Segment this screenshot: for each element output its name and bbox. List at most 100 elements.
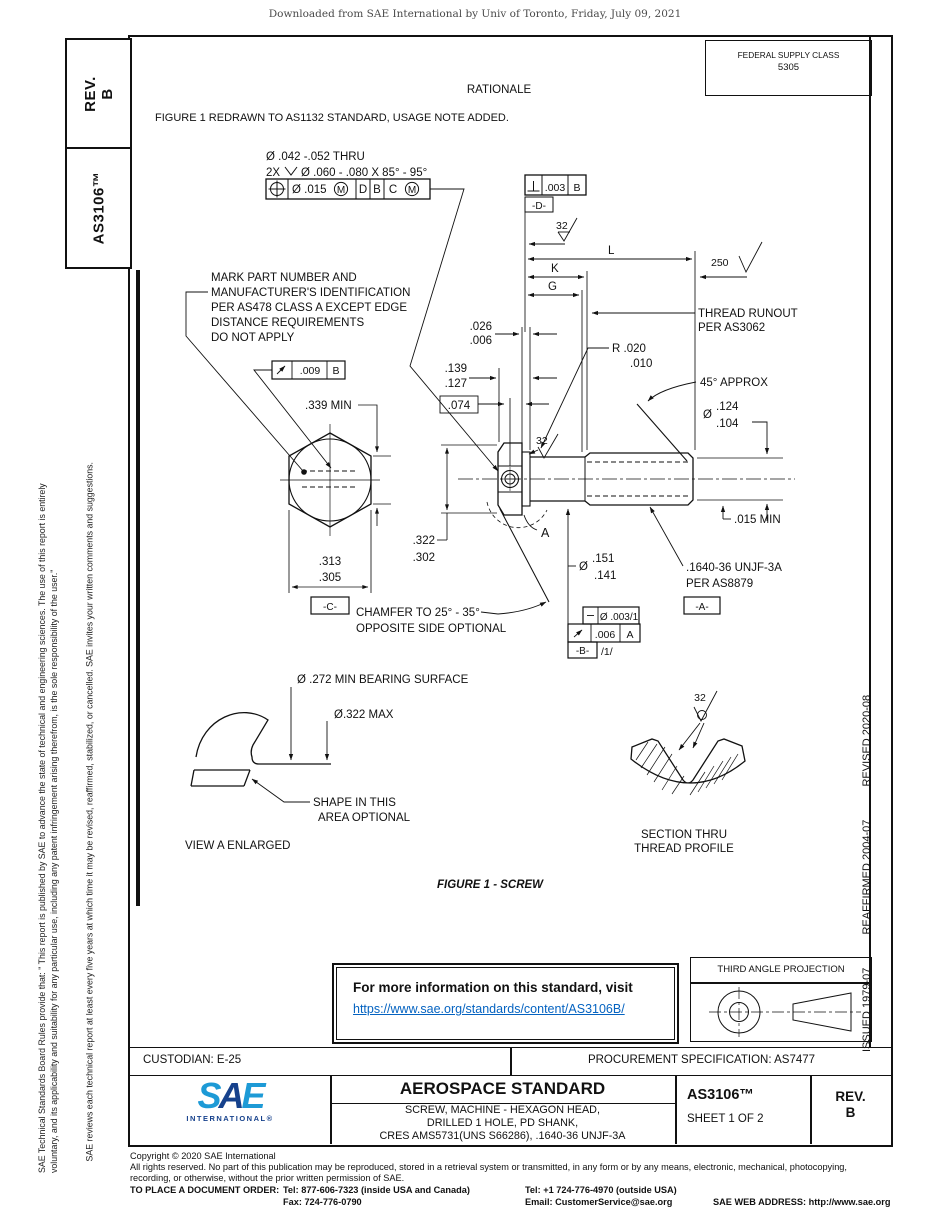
- runout-datum: A: [626, 629, 633, 641]
- title-divider-3: [810, 1076, 812, 1144]
- d141: .141: [594, 570, 616, 582]
- title-divider-2: [675, 1076, 677, 1144]
- rev-cell-label: REV. B: [810, 1089, 891, 1121]
- mmc-icon: [333, 181, 349, 197]
- chamfer-note-2: OPPOSITE SIDE OPTIONAL: [356, 623, 507, 635]
- figure-caption: FIGURE 1 - SCREW: [436, 879, 544, 891]
- runout-note-1: THREAD RUNOUT: [698, 308, 798, 320]
- mark-note-5: DO NOT APPLY: [211, 332, 295, 344]
- perpendicularity-frame: .003 B -D-: [524, 174, 587, 213]
- tel-inside: Tel: 877-606-7323 (inside USA and Canada…: [283, 1185, 470, 1195]
- aerospace-standard-heading: AEROSPACE STANDARD: [330, 1076, 675, 1104]
- title-block: SAE INTERNATIONAL® AEROSPACE STANDARD SC…: [130, 1075, 891, 1144]
- mmc-icon: [404, 181, 420, 197]
- chamfer-note: CHAMFER TO 25° - 35° OPPOSITE SIDE OPTIO…: [356, 508, 550, 635]
- title-subtitle-2: DRILLED 1 HOLE, PD SHANK,: [426, 1117, 579, 1129]
- mark-note-2: MANUFACTURER'S IDENTIFICATION: [211, 287, 410, 299]
- d322: .322: [413, 535, 435, 547]
- d074-basic: .074: [448, 400, 471, 412]
- runout-009: .009: [300, 365, 321, 377]
- fcf-datum-d: D: [359, 184, 367, 196]
- fax: Fax: 724-776-0790: [283, 1197, 362, 1207]
- finish-32-value: 32: [694, 692, 706, 704]
- csk-note: Ø .060 - .080 X 85° - 95°: [301, 167, 427, 179]
- info-box: For more information on this standard, v…: [332, 963, 679, 1044]
- custodian: CUSTODIAN: E-25: [143, 1054, 242, 1066]
- title-divider-1: [330, 1076, 332, 1144]
- marking-note: MARK PART NUMBER AND MANUFACTURER'S IDEN…: [185, 272, 410, 475]
- fillet-radius-note: R .020 .010: [540, 343, 652, 449]
- sheet-border: [128, 35, 893, 1147]
- position-tolerance: Ø .015: [292, 184, 327, 196]
- position-icon: [268, 180, 286, 198]
- d151: .151: [592, 553, 614, 565]
- datum-c-label: -C-: [323, 602, 337, 613]
- runout-009-frame: .009 B: [253, 360, 346, 469]
- finish-32-value: 32: [536, 435, 548, 447]
- section-caption-1: SECTION THRU: [641, 829, 727, 841]
- title-center-cell: AEROSPACE STANDARD SCREW, MACHINE - HEXA…: [330, 1076, 675, 1144]
- d302: .302: [413, 552, 435, 564]
- d127: .127: [445, 378, 467, 390]
- csk-qty: 2X: [266, 167, 280, 179]
- email: Email: CustomerService@sae.org: [525, 1197, 673, 1207]
- mark-note-1: MARK PART NUMBER AND: [211, 272, 357, 284]
- length-dimensions: L K G: [527, 245, 693, 298]
- dim-K: K: [551, 263, 559, 275]
- rev-cell-value: B: [845, 1105, 856, 1120]
- dim-L: L: [608, 245, 615, 257]
- unjf-std: PER AS8879: [686, 578, 753, 590]
- straightness-tol: Ø .003/1: [600, 612, 639, 623]
- thread-profile-section: 32 SECTION THRU THREAD PROFILE: [630, 690, 746, 855]
- thread-runout-note: THREAD RUNOUT PER AS3062: [591, 308, 798, 334]
- dim-015-min: .015 MIN: [720, 505, 781, 526]
- chamfer-45-note: 45° APPROX: [636, 377, 768, 462]
- dim-head-height: .139 .127 .074: [439, 363, 557, 414]
- min339: .339 MIN: [305, 400, 352, 412]
- shank-dia-and-frames: Ø .151 .141 Ø .003/1 .006 A -B- /1/: [565, 508, 641, 659]
- d124: .124: [716, 401, 739, 413]
- datum-d-label: -D-: [532, 201, 546, 212]
- sae-logo-e: E: [241, 1075, 266, 1116]
- rights-line-2: recording, or otherwise, without the pri…: [130, 1173, 405, 1183]
- section-caption-2: THREAD PROFILE: [634, 843, 734, 855]
- datum-a-label: -A-: [695, 602, 708, 613]
- sae-logo-s: S: [197, 1075, 221, 1116]
- min015: .015 MIN: [734, 514, 781, 526]
- rev-cell-rev: REV.: [835, 1089, 866, 1104]
- chamfer-note-1: CHAMFER TO 25° - 35°: [356, 607, 480, 619]
- d026: .026: [470, 321, 492, 333]
- dia-symbol: Ø: [579, 561, 588, 573]
- extension-lines: [498, 212, 696, 466]
- finish-250-value: 250: [711, 257, 729, 269]
- info-box-inner-border: For more information on this standard, v…: [336, 967, 675, 1040]
- approx45: 45° APPROX: [700, 377, 768, 389]
- dim-339-min: .339 MIN: [305, 400, 391, 526]
- runout-icon: [573, 629, 583, 638]
- standard-link[interactable]: https://www.sae.org/standards/content/AS…: [353, 1002, 625, 1016]
- d313: .313: [319, 556, 341, 568]
- bearing-surface-note: Ø .272 MIN BEARING SURFACE: [297, 674, 469, 686]
- custodian-row: CUSTODIAN: E-25 PROCUREMENT SPECIFICATIO…: [130, 1047, 891, 1076]
- r010: .010: [630, 358, 652, 370]
- runout-tol: .006: [595, 629, 616, 641]
- figure-1-drawing: Ø .042 -.052 THRU 2X Ø .060 - .080 X 85°…: [185, 151, 798, 855]
- title-subtitle-1: SCREW, MACHINE - HEXAGON HEAD,: [405, 1104, 600, 1116]
- per-inch-note: /1/: [601, 646, 613, 658]
- dim-322-302: .322 .302: [413, 444, 497, 564]
- fsc-value: 5305: [777, 62, 800, 73]
- hole-callout: Ø .042 -.052 THRU 2X Ø .060 - .080 X 85°…: [265, 151, 499, 472]
- hatching: [635, 741, 739, 796]
- order-label: TO PLACE A DOCUMENT ORDER:: [130, 1185, 280, 1195]
- dia-symbol: Ø: [703, 409, 712, 421]
- tel-outside: Tel: +1 724-776-4970 (outside USA): [525, 1185, 677, 1195]
- r020: R .020: [612, 343, 646, 355]
- surface-finish-250: 250: [699, 241, 763, 280]
- left-margin-bar: [136, 270, 140, 906]
- d305: .305: [319, 572, 341, 584]
- mark-note-3: PER AS478 CLASS A EXCEPT EDGE: [211, 302, 407, 314]
- d006: .006: [470, 335, 492, 347]
- shape-note-2: AREA OPTIONAL: [318, 812, 411, 824]
- screw-side-view: A: [458, 442, 795, 540]
